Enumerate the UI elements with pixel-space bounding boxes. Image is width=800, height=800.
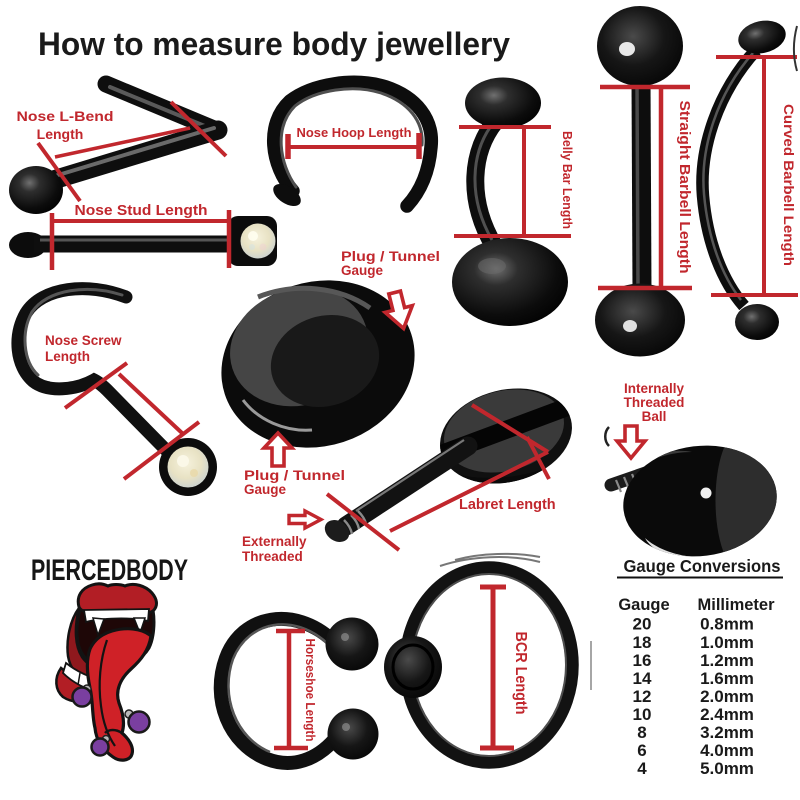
svg-text:5.0mm: 5.0mm [700,759,754,778]
svg-text:Plug / Tunnel: Plug / Tunnel [244,468,345,483]
svg-text:3.2mm: 3.2mm [700,723,754,742]
svg-text:18: 18 [633,633,652,652]
svg-text:Externally: Externally [242,534,307,549]
svg-text:BCR Length: BCR Length [512,632,529,715]
svg-text:1.6mm: 1.6mm [700,669,754,688]
svg-text:14: 14 [633,669,652,688]
svg-text:Straight Barbell Length: Straight Barbell Length [676,101,693,274]
svg-text:20: 20 [633,615,652,634]
svg-text:Plug / Tunnel: Plug / Tunnel [341,249,440,264]
svg-text:4: 4 [637,759,647,778]
svg-text:Nose Stud Length: Nose Stud Length [75,203,208,219]
svg-text:Nose L-Bend: Nose L-Bend [17,108,114,124]
svg-text:Threaded: Threaded [242,549,303,564]
svg-text:Internally: Internally [624,381,685,396]
svg-text:Gauge: Gauge [618,596,669,614]
svg-text:Curved Barbell Length: Curved Barbell Length [781,104,797,266]
svg-text:8: 8 [637,723,646,742]
svg-text:0.8mm: 0.8mm [700,615,754,634]
svg-text:Gauge: Gauge [341,263,384,278]
svg-text:Length: Length [45,349,90,364]
svg-text:Gauge Conversions: Gauge Conversions [624,556,781,576]
svg-text:2.0mm: 2.0mm [700,687,754,706]
svg-text:How to measure body jewellery: How to measure body jewellery [38,26,510,62]
svg-text:Threaded: Threaded [624,395,685,410]
svg-text:12: 12 [633,687,652,706]
svg-text:Ball: Ball [642,409,667,424]
svg-text:2.4mm: 2.4mm [700,705,754,724]
svg-text:4.0mm: 4.0mm [700,741,754,760]
svg-text:16: 16 [633,651,652,670]
svg-text:10: 10 [633,705,652,724]
svg-text:Horseshoe Length: Horseshoe Length [303,639,318,742]
svg-text:6: 6 [637,741,646,760]
svg-text:1.0mm: 1.0mm [700,633,754,652]
svg-text:Nose Hoop Length: Nose Hoop Length [297,126,412,140]
svg-text:Labret Length: Labret Length [459,497,556,513]
svg-text:Gauge: Gauge [244,482,287,497]
svg-text:Nose Screw: Nose Screw [45,333,122,348]
svg-text:Millimeter: Millimeter [697,596,775,614]
svg-text:Length: Length [37,126,84,142]
svg-text:Belly Bar Length: Belly Bar Length [560,131,575,229]
svg-text:1.2mm: 1.2mm [700,651,754,670]
svg-text:PIERCEDBODY: PIERCEDBODY [31,554,188,587]
